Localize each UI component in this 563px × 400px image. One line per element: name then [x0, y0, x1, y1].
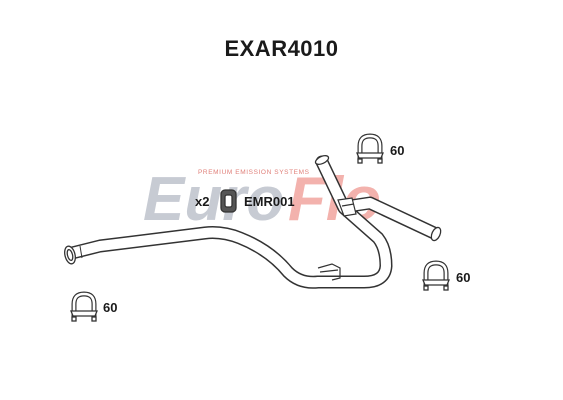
rubber-mount-icon — [220, 189, 237, 213]
pipe-end-left — [64, 245, 83, 265]
clamp-icon-top-right — [356, 133, 384, 164]
watermark-tagline: PREMIUM EMISSION SYSTEMS — [198, 169, 310, 176]
clamp-icon-right — [422, 260, 450, 291]
clamp-size-right: 60 — [456, 270, 471, 285]
mount-quantity: x2 — [195, 194, 210, 209]
exhaust-pipe — [65, 155, 441, 289]
part-title: EXAR4010 — [224, 36, 339, 61]
pipe-junction — [337, 197, 357, 217]
watermark-brand-left: Euro — [143, 165, 284, 234]
pipe-fill — [67, 157, 439, 288]
pipe-end-right — [430, 226, 442, 242]
clamp-size-top-right: 60 — [390, 143, 405, 158]
clamp-icon-left — [70, 291, 98, 322]
hanger-bracket — [317, 263, 341, 281]
pipe-end-top — [314, 155, 330, 165]
mount-code: EMR001 — [244, 194, 295, 209]
clamp-size-left: 60 — [103, 300, 118, 315]
